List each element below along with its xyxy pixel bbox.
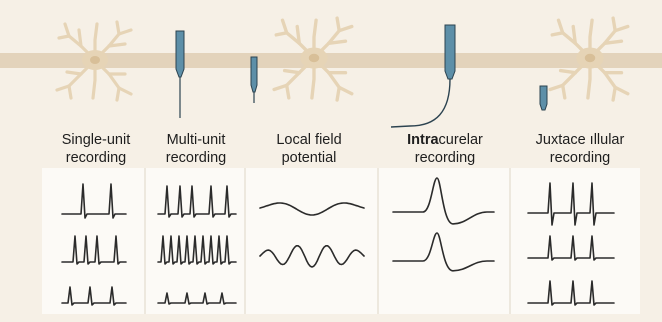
dendrite xyxy=(339,87,352,93)
electrode-body xyxy=(251,57,257,92)
dendrite xyxy=(563,85,565,98)
dendrite xyxy=(65,24,69,36)
dendrite xyxy=(119,30,131,34)
label-local-field-potential: Local field potential xyxy=(244,131,374,167)
dendrite xyxy=(287,85,289,98)
dendrite xyxy=(297,27,299,44)
electrode-body xyxy=(445,25,455,79)
nucleus xyxy=(309,54,320,62)
dendrite xyxy=(337,87,339,100)
label-line-1: Local field xyxy=(244,131,374,149)
dendrite xyxy=(329,41,346,43)
multi-unit-electrode xyxy=(176,31,184,118)
label-line-1: Intracurelar xyxy=(380,131,510,149)
dendrite xyxy=(337,18,339,31)
label-intracellular: Intracurelar recording xyxy=(380,131,510,167)
juxtacellular-electrode xyxy=(540,86,547,110)
label-line-1: Multi-unit xyxy=(131,131,261,149)
intracellular-electrode xyxy=(391,25,455,127)
dendrite xyxy=(561,71,576,73)
dendrite xyxy=(605,41,622,43)
dendrite xyxy=(550,85,563,89)
label-line-2: potential xyxy=(244,149,374,167)
label-line-2: recording xyxy=(515,149,645,167)
dendrite xyxy=(285,71,300,73)
dendrite xyxy=(339,27,352,31)
label-line-2: recording xyxy=(131,149,261,167)
label-line-2: recording xyxy=(380,149,510,167)
label-juxtacellular: Juxtace ıllular recording xyxy=(515,131,645,167)
electrode-wire xyxy=(391,79,450,127)
dendrite xyxy=(109,44,125,46)
dendrite xyxy=(613,18,615,31)
dendrite xyxy=(615,87,628,93)
dendrite xyxy=(559,20,563,33)
dendrite xyxy=(69,86,71,98)
dendrite xyxy=(573,27,575,44)
label-line-1: Juxtace ıllular xyxy=(515,131,645,149)
dendrite xyxy=(117,22,119,34)
label-multi-unit: Multi-unit recording xyxy=(131,131,261,167)
dendrite xyxy=(274,85,287,89)
label-bold-part: Intra xyxy=(407,132,438,148)
dendrite xyxy=(117,88,119,100)
lfp-electrode xyxy=(251,57,257,103)
dendrite xyxy=(615,27,628,31)
dendrite xyxy=(613,87,615,100)
dendrite xyxy=(79,30,81,46)
nucleus xyxy=(585,54,596,62)
dendrite xyxy=(119,88,131,94)
dendrite xyxy=(283,20,287,33)
electrode-body xyxy=(540,86,547,110)
electrode-body xyxy=(176,31,184,77)
dendrite xyxy=(67,72,81,74)
nucleus xyxy=(90,56,100,64)
label-regular-part: curelar xyxy=(439,132,483,148)
dendrite xyxy=(57,86,69,90)
electrode-icon xyxy=(176,25,547,127)
